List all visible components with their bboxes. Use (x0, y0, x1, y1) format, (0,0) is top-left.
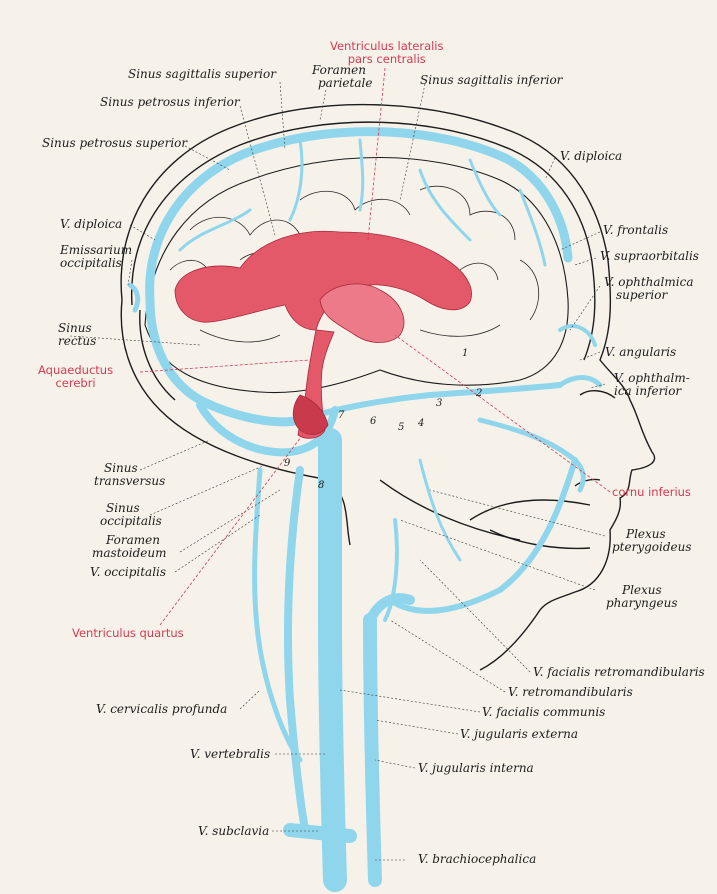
label-aquaeductus-cerebri: Aquaeductus cerebri (38, 364, 113, 390)
label-cornu-inferius: cornu inferius (612, 486, 691, 499)
label-v-brachiocephalica: V. brachiocephalica (418, 853, 536, 866)
label-sinus-rectus: Sinus rectus (58, 322, 96, 348)
label-v-facialis-retromandibularis: V. facialis retromandibularis (533, 666, 705, 679)
label-foramen-mastoideum: Foramen mastoideum (92, 534, 166, 560)
label-foramen-parietale: Foramen parietale (312, 64, 372, 90)
label-v-diploica-left: V. diploica (60, 218, 122, 231)
label-v-ophthalmica-inferior: V. ophthalm- ica inferior (614, 372, 690, 398)
label-ventriculus-quartus: Ventriculus quartus (72, 627, 184, 640)
label-v-diploica-right: V. diploica (560, 150, 622, 163)
label-sinus-occipitalis: Sinus occipitalis (100, 502, 162, 528)
label-v-jugularis-interna: V. jugularis interna (418, 762, 534, 775)
label-v-facialis-communis: V. facialis communis (482, 706, 605, 719)
marker-3: 3 (436, 398, 442, 409)
marker-7: 7 (338, 410, 344, 421)
label-v-supraorbitalis: V. supraorbitalis (600, 250, 699, 263)
marker-2: 2 (476, 388, 482, 399)
marker-8: 8 (318, 480, 324, 491)
label-plexus-pterygoideus: Plexus pterygoideus (612, 528, 692, 554)
label-v-cervicalis-profunda: V. cervicalis profunda (96, 703, 227, 716)
marker-1: 1 (462, 348, 468, 359)
label-v-subclavia: V. subclavia (198, 825, 269, 838)
marker-5: 5 (398, 422, 404, 433)
label-v-frontalis: V. frontalis (603, 224, 668, 237)
label-sinus-sagittalis-superior: Sinus sagittalis superior (128, 68, 276, 81)
label-plexus-pharyngeus: Plexus pharyngeus (606, 584, 677, 610)
label-v-jugularis-externa: V. jugularis externa (460, 728, 578, 741)
label-v-vertebralis: V. vertebralis (190, 748, 270, 761)
label-v-angularis: V. angularis (605, 346, 676, 359)
label-sinus-sagittalis-inferior: Sinus sagittalis inferior (420, 74, 562, 87)
label-sinus-transversus: Sinus transversus (94, 462, 165, 488)
label-v-ophthalmica-superior: V. ophthalmica superior (604, 276, 693, 302)
label-sinus-petrosus-superior: Sinus petrosus superior (42, 137, 187, 150)
marker-4: 4 (418, 418, 424, 429)
marker-9: 9 (284, 458, 290, 469)
label-v-occipitalis: V. occipitalis (90, 566, 166, 579)
label-emissarium-occipitalis: Emissarium occipitalis (60, 244, 132, 270)
label-v-retromandibularis: V. retromandibularis (508, 686, 633, 699)
head-outline (121, 105, 654, 670)
label-sinus-petrosus-inferior: Sinus petrosus inferior (100, 96, 240, 109)
marker-6: 6 (370, 416, 376, 427)
